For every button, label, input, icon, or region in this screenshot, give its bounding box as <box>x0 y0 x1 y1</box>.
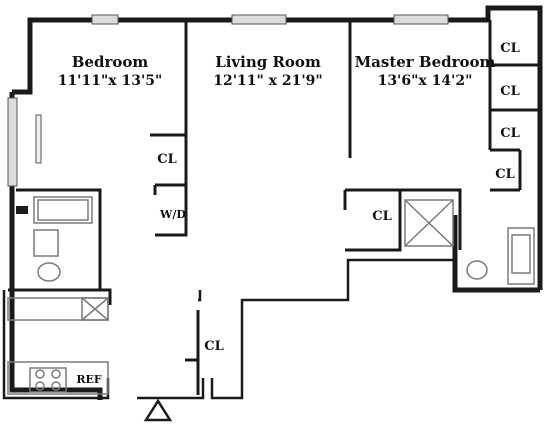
entry-stubs <box>16 206 28 214</box>
room-labels: Bedroom 11'11"x 13'5" Living Room 12'11"… <box>58 53 496 89</box>
room-name-living: Living Room <box>215 53 321 71</box>
toilet-left <box>37 262 61 282</box>
counter-top <box>7 297 109 321</box>
bath-fixtures <box>33 196 535 285</box>
room-name-master: Master Bedroom <box>355 53 496 71</box>
sink-left <box>33 229 59 257</box>
bathtub <box>33 196 93 224</box>
window-top-living <box>231 14 287 25</box>
counter-bottom <box>7 361 109 395</box>
room-name-bedroom: Bedroom <box>72 53 149 71</box>
lower-outline <box>2 258 455 400</box>
room-dim-living: 12'11" x 21'9" <box>213 73 322 89</box>
washer-dryer-label: W/D <box>159 208 186 221</box>
closet-label-1: CL <box>500 41 520 56</box>
window-top-left <box>91 14 119 25</box>
closet-labels: CL CL CL CL CL CL CL W/D REF <box>76 41 519 386</box>
closet-label-4: CL <box>495 167 515 182</box>
interior-walls <box>8 20 522 395</box>
refrigerator-label: REF <box>76 373 102 386</box>
entry-triangle-icon <box>143 398 173 422</box>
toilet-master <box>466 260 488 280</box>
stove <box>29 367 67 393</box>
window-top-master <box>393 14 449 25</box>
closet-label-3: CL <box>500 126 520 141</box>
closet-label-5: CL <box>157 152 177 167</box>
closet-label-2: CL <box>500 84 520 99</box>
windows <box>7 14 449 187</box>
window-left-sill <box>35 114 42 164</box>
closet-label-6: CL <box>372 209 392 224</box>
shower <box>404 199 454 247</box>
kitchen <box>7 297 109 395</box>
room-dim-master: 13'6"x 14'2" <box>378 73 473 89</box>
vanity-master <box>507 227 535 285</box>
closet-label-7: CL <box>204 339 224 354</box>
room-dim-bedroom: 11'11"x 13'5" <box>58 73 163 89</box>
sink-kitchen <box>81 297 109 321</box>
master-closets <box>490 63 540 112</box>
window-left <box>7 97 18 187</box>
